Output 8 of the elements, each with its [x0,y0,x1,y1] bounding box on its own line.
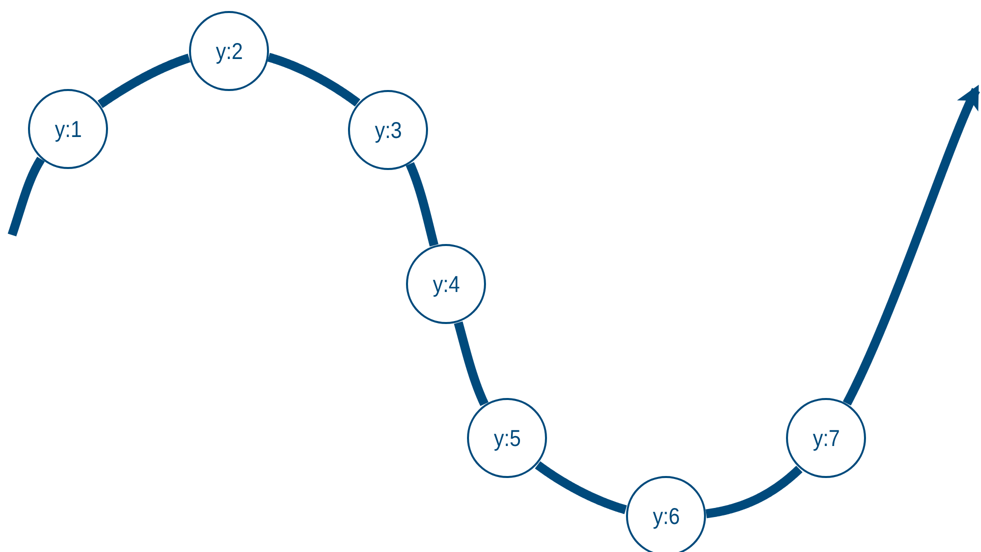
node-label: y:5 [494,424,520,452]
curved-arrow [842,84,980,406]
node-label: y:6 [652,502,680,530]
node-label: y:1 [54,116,82,142]
node-label: y:7 [812,424,840,452]
node-label: y:4 [432,270,460,298]
node-label: y:3 [374,116,402,144]
node-label: y:2 [216,38,242,64]
